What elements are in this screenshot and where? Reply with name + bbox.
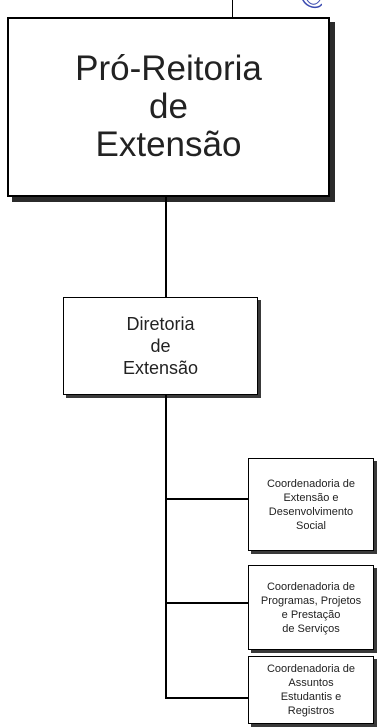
coord-1-line-2: Extensão e [283, 491, 339, 504]
coord-2-line-4: de Serviços [282, 622, 340, 635]
coordenadoria-3-text: Coordenadoria de Assuntos Estudantis e R… [267, 662, 355, 718]
pro-reitoria-line-1: Pró-Reitoria [75, 49, 262, 88]
coordenadoria-box-2: Coordenadoria de Programas, Projetos e P… [248, 565, 374, 650]
diretoria-line-3: Extensão [122, 358, 199, 378]
coord-3-line-4: Registros [287, 705, 335, 717]
branch-line-1 [165, 498, 248, 500]
branch-line-3 [165, 697, 248, 699]
coord-3-line-3: Estudantis e [280, 691, 342, 703]
coord-1-line-3: Desenvolvimento [268, 505, 354, 518]
coordenadoria-box-3: Coordenadoria de Assuntos Estudantis e R… [248, 656, 374, 724]
pro-reitoria-line-2: de [149, 87, 188, 126]
coordenadoria-1-text: Coordenadoria de Extensão e Desenvolvime… [267, 477, 355, 533]
diretoria-box: Diretoria de Extensão [63, 297, 258, 395]
branch-line-2 [165, 602, 248, 604]
coord-2-line-1: Coordenadoria de [266, 580, 356, 593]
connector-directorate-trunk [165, 395, 167, 699]
pro-reitoria-title: Pró-Reitoria de Extensão [75, 50, 262, 164]
coord-2-line-2: Programas, Projetos [260, 594, 362, 607]
coord-2-line-3: e Prestação [281, 608, 341, 621]
top-connector-line [232, 0, 233, 17]
diretoria-line-2: de [150, 336, 171, 356]
coord-1-line-4: Social [296, 519, 326, 532]
diretoria-line-1: Diretoria [126, 314, 195, 334]
coordenadoria-2-text: Coordenadoria de Programas, Projetos e P… [261, 580, 361, 636]
coord-1-line-1: Coordenadoria de [266, 477, 356, 490]
coord-3-line-1: Coordenadoria de [266, 663, 356, 675]
connector-main-to-directorate [165, 197, 167, 297]
diretoria-title: Diretoria de Extensão [123, 313, 198, 379]
coordenadoria-box-1: Coordenadoria de Extensão e Desenvolvime… [248, 458, 374, 551]
logo-fragment-icon [302, 0, 322, 9]
pro-reitoria-box: Pró-Reitoria de Extensão [7, 17, 330, 197]
pro-reitoria-line-3: Extensão [95, 125, 242, 164]
coord-3-line-2: Assuntos [288, 677, 334, 689]
